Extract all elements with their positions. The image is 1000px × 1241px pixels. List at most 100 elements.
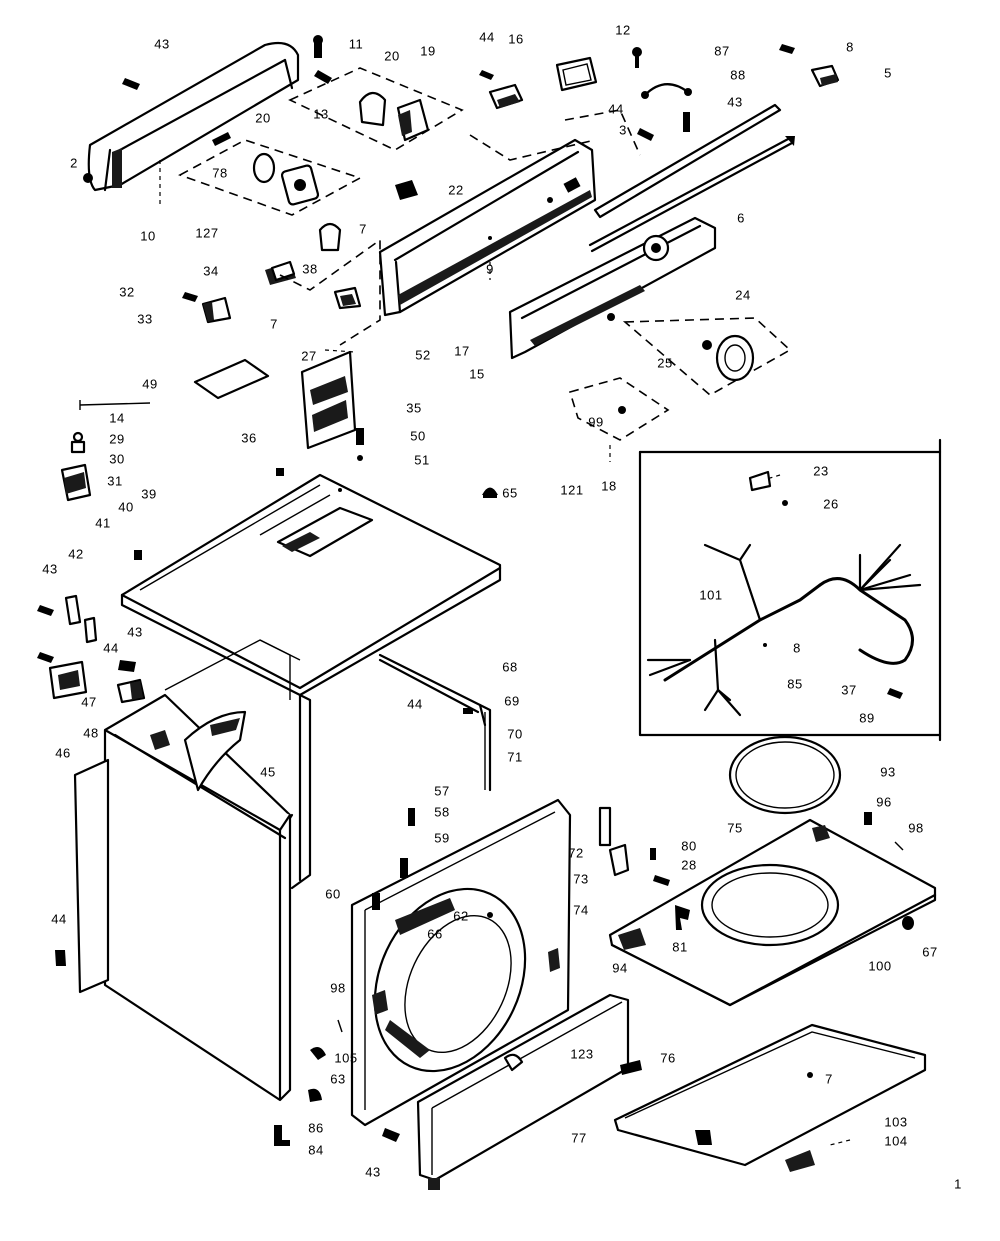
callout-71: 71 [507, 749, 523, 765]
callout-74: 74 [573, 902, 589, 918]
callout-44: 44 [51, 911, 67, 927]
callout-5: 5 [884, 65, 892, 81]
callout-123: 123 [570, 1046, 594, 1062]
callout-96: 96 [876, 794, 892, 810]
callout-77: 77 [571, 1130, 587, 1146]
callout-11: 11 [348, 36, 364, 52]
callout-52: 52 [415, 347, 431, 363]
callout-13: 13 [313, 106, 329, 122]
callout-78: 78 [212, 165, 228, 181]
rods [588, 103, 795, 253]
callout-100: 100 [868, 958, 892, 974]
callout-7: 7 [825, 1071, 833, 1087]
callout-8: 8 [793, 640, 801, 656]
callout-93: 93 [880, 764, 896, 780]
callout-57: 57 [434, 783, 450, 799]
callout-105: 105 [334, 1050, 358, 1066]
callout-75: 75 [727, 820, 743, 836]
callout-18: 18 [601, 478, 617, 494]
callout-80: 80 [681, 838, 697, 854]
callout-2: 2 [70, 155, 78, 171]
front-panel [350, 798, 572, 1127]
bottom-plate [613, 1023, 927, 1172]
callout-70: 70 [507, 726, 523, 742]
callout-43: 43 [42, 561, 58, 577]
callout-86: 86 [308, 1120, 324, 1136]
wiring-harness-inset [638, 438, 942, 742]
callout-22: 22 [448, 182, 464, 198]
callout-60: 60 [325, 886, 341, 902]
callout-3: 3 [619, 122, 627, 138]
callout-94: 94 [612, 960, 628, 976]
callout-47: 47 [81, 694, 97, 710]
callout-88: 88 [730, 67, 746, 83]
callout-50: 50 [410, 428, 426, 444]
callout-20: 20 [255, 110, 271, 126]
callout-25: 25 [657, 355, 673, 371]
base-plate [608, 818, 937, 1007]
callout-103: 103 [884, 1114, 908, 1130]
callout-66: 66 [427, 926, 443, 942]
connector-16 [488, 83, 524, 110]
callout-104: 104 [884, 1133, 908, 1149]
callout-98: 98 [330, 980, 346, 996]
callout-65: 65 [502, 485, 518, 501]
front-control-panel [508, 216, 717, 360]
callout-1: 1 [954, 1176, 962, 1192]
callout-28: 28 [681, 857, 697, 873]
control-panel [378, 138, 597, 317]
callout-15: 15 [469, 366, 485, 382]
callout-24: 24 [735, 287, 751, 303]
callout-35: 35 [406, 400, 422, 416]
callout-99: 99 [588, 414, 604, 430]
callout-6: 6 [737, 210, 745, 226]
callout-29: 29 [109, 431, 125, 447]
callout-89: 89 [859, 710, 875, 726]
callout-31: 31 [107, 473, 123, 489]
callout-7: 7 [270, 316, 278, 332]
callout-43: 43 [365, 1164, 381, 1180]
upper-switch [358, 91, 430, 142]
callout-73: 73 [573, 871, 589, 887]
callout-26: 26 [823, 496, 839, 512]
callout-44: 44 [407, 696, 423, 712]
callout-43: 43 [727, 94, 743, 110]
callout-42: 42 [68, 546, 84, 562]
callout-44: 44 [103, 640, 119, 656]
callout-62: 62 [453, 908, 469, 924]
callout-58: 58 [434, 804, 450, 820]
callout-67: 67 [922, 944, 938, 960]
seal-ring [728, 735, 842, 815]
callout-101: 101 [699, 587, 723, 603]
callout-9: 9 [486, 261, 494, 277]
callout-127: 127 [195, 225, 219, 241]
callout-16: 16 [508, 31, 524, 47]
callout-8: 8 [846, 39, 854, 55]
callout-48: 48 [83, 725, 99, 741]
callout-72: 72 [568, 845, 584, 861]
knob [702, 334, 755, 382]
callout-76: 76 [660, 1050, 676, 1066]
callout-27: 27 [301, 348, 317, 364]
callout-10: 10 [140, 228, 156, 244]
callout-38: 38 [302, 261, 318, 277]
callout-87: 87 [714, 43, 730, 59]
callout-63: 63 [330, 1071, 346, 1087]
callout-68: 68 [502, 659, 518, 675]
top-panel [120, 473, 502, 697]
callout-19: 19 [420, 43, 436, 59]
callout-121: 121 [560, 482, 584, 498]
callout-41: 41 [95, 515, 111, 531]
callout-85: 85 [787, 676, 803, 692]
callout-20: 20 [384, 48, 400, 64]
callout-7: 7 [359, 221, 367, 237]
callout-45: 45 [260, 764, 276, 780]
callout-37: 37 [841, 682, 857, 698]
callout-34: 34 [203, 263, 219, 279]
callout-84: 84 [308, 1142, 324, 1158]
callout-51: 51 [414, 452, 430, 468]
callout-33: 33 [137, 311, 153, 327]
callout-44: 44 [608, 101, 624, 117]
